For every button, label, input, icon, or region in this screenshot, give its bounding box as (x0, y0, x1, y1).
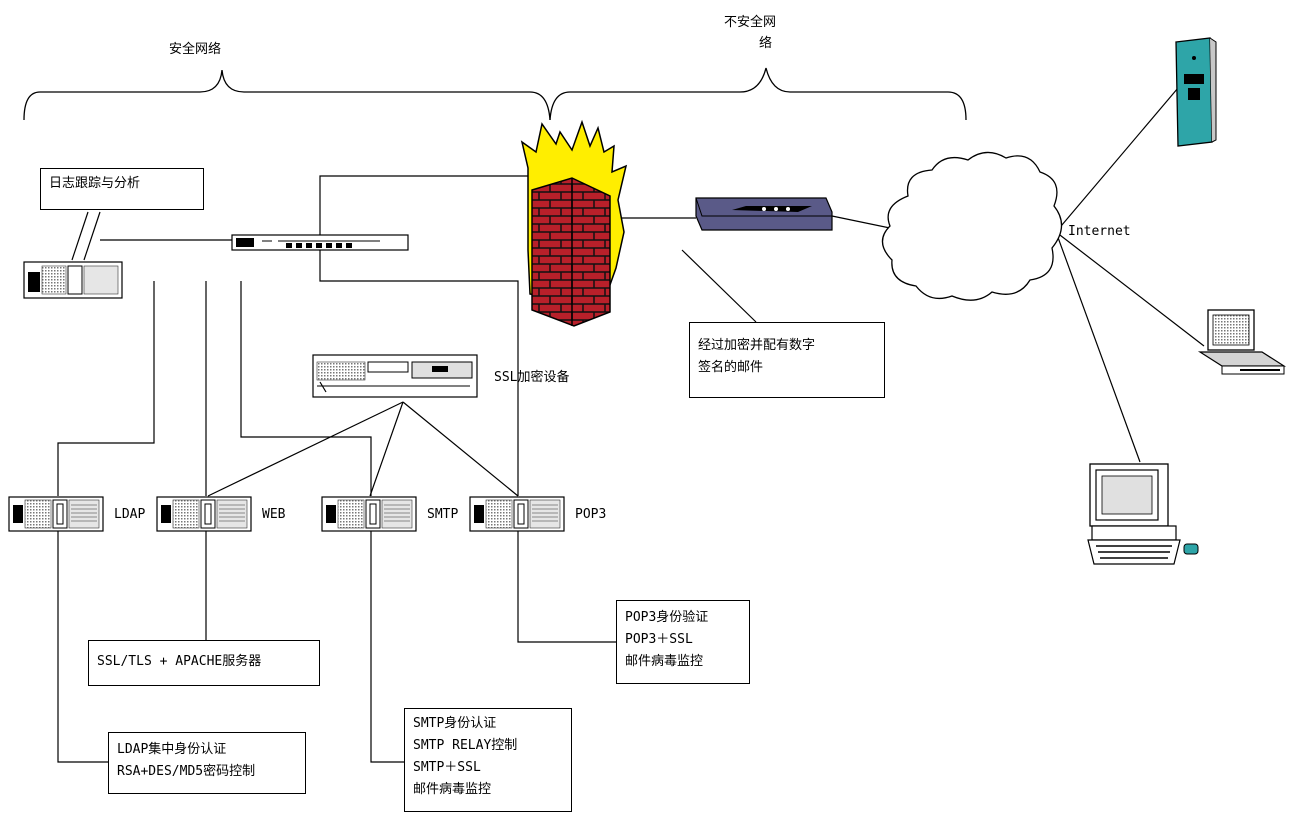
insecure-network-label-line2: 络 (759, 36, 773, 51)
pop3-server-icon (469, 496, 565, 532)
pop3-note-line: POP3＋SSL (625, 632, 693, 647)
smtp-note: SMTP身份认证 SMTP RELAY控制 SMTP＋SSL 邮件病毒监控 (404, 708, 572, 812)
log-server (23, 261, 123, 299)
apache-note-text: SSL/TLS + APACHE服务器 (97, 654, 262, 669)
connection-lines (57, 87, 1205, 763)
desktop-computer-icon (1087, 463, 1199, 565)
smtp-server-icon (321, 496, 417, 532)
router-icon (695, 197, 833, 231)
smtp-note-line: SMTP RELAY控制 (413, 738, 518, 753)
tower-server-icon (1175, 37, 1217, 147)
ldap-note: LDAP集中身份认证 RSA+DES/MD5密码控制 (108, 732, 306, 794)
ldap-server-label: LDAP (114, 507, 146, 522)
internet-cloud-icon (881, 151, 1063, 301)
secure-network-brace (23, 69, 551, 121)
pop3-note-line: POP3身份验证 (625, 610, 709, 625)
log-analysis-note: 日志跟踪与分析 (40, 168, 204, 210)
ssl-device-label: SSL加密设备 (494, 370, 570, 385)
pop3-note-line: 邮件病毒监控 (625, 654, 704, 669)
ldap-note-line: LDAP集中身份认证 (117, 742, 227, 757)
network-switch (231, 234, 409, 251)
firewall-icon (520, 119, 628, 327)
smtp-server-label: SMTP (427, 507, 459, 522)
ldap-note-line: RSA+DES/MD5密码控制 (117, 764, 256, 779)
internet-label: Internet (1068, 224, 1131, 239)
insecure-network-brace (549, 67, 967, 121)
insecure-network-label-line1: 不安全网 (724, 15, 777, 30)
ssl-encryption-device (312, 354, 478, 398)
encrypted-mail-line: 签名的邮件 (698, 360, 764, 375)
web-server-icon (156, 496, 252, 532)
encrypted-mail-line: 经过加密并配有数字 (698, 338, 816, 353)
pop3-note: POP3身份验证 POP3＋SSL 邮件病毒监控 (616, 600, 750, 684)
web-server-label: WEB (262, 507, 286, 522)
smtp-note-line: SMTP＋SSL (413, 760, 481, 775)
apache-note: SSL/TLS + APACHE服务器 (88, 640, 320, 686)
secure-network-label: 安全网络 (169, 42, 222, 57)
log-analysis-text: 日志跟踪与分析 (49, 176, 141, 191)
smtp-note-line: SMTP身份认证 (413, 716, 497, 731)
laptop-icon (1197, 309, 1287, 375)
smtp-note-line: 邮件病毒监控 (413, 782, 492, 797)
pop3-server-label: POP3 (575, 507, 607, 522)
encrypted-mail-note: 经过加密并配有数字 签名的邮件 (689, 322, 885, 398)
ldap-server-icon (8, 496, 104, 532)
